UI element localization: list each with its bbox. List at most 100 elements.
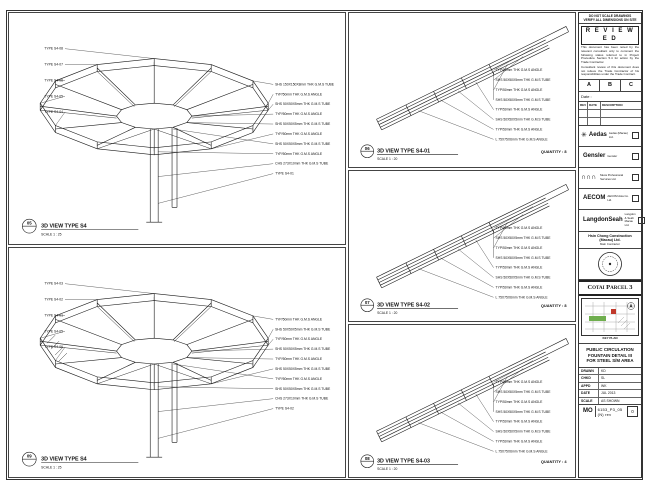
beam-drawing-2: TYP/50mm THK G.M.S ANGLE SHS 50X50X5mm T… <box>360 184 569 315</box>
reviewed-body: Consultant review of this document does … <box>581 64 639 77</box>
status-abc-row: A B C <box>579 80 641 92</box>
callout-label: TYP/50mm THK G.M.S ANGLE <box>496 108 544 112</box>
callout-label: SHS 50X50X5mm THK G.M.S TUBE <box>275 387 331 391</box>
consultant-meca: ∩∩∩ Meca Professional Services Ltd. <box>579 168 641 189</box>
callout-label: TYPE S4-05 <box>44 94 63 98</box>
callout-label: TYP/50mm THK G.M.S ANGLE <box>275 337 323 341</box>
view-panel-s4-top: SHS 150X150X8mm THK G.M.S TUBE TYP/50mm … <box>8 12 346 245</box>
callout-label: TYP/50mm THK G.M.S ANGLE <box>496 266 544 270</box>
consultant-gensler: Gensler Gensler <box>579 147 641 168</box>
contractor-name: Hsin Chong Construction (Macau) Ltd. <box>588 233 632 243</box>
callout-label: TYP/50mm THK G.M.S ANGLE <box>496 127 544 131</box>
drawing-number-row: MO 6153_P3_05 (N) rev 0 <box>579 405 641 418</box>
callout-label: L 75X75X6mm THK G.M.S ANGLE <box>496 137 549 141</box>
approval-seal <box>579 249 641 281</box>
callout-label: SHS 50X50X5mm THK G.M.S TUBE <box>275 142 331 146</box>
general-notes: DO NOT SCALE DRAWINGS VERIFY ALL DIMENSI… <box>579 13 641 24</box>
callout-label: TYPE S4-06 <box>44 345 63 349</box>
aedas-logo-icon: ✳ <box>581 132 587 140</box>
status-b: B <box>600 80 621 91</box>
highlight-area-red <box>611 309 616 315</box>
view-label: 09 3D VIEW TYPE S4 SCALE 1 : 25 <box>22 451 139 470</box>
quantity-note: QUANTITY : 8 <box>541 303 568 308</box>
consultant-langdonseah: LangdonSeah Langdon & Seah Macau Ltd. <box>579 210 645 231</box>
section-hatch <box>46 335 68 362</box>
revision-table: REV DATE DESCRIPTION <box>579 101 641 126</box>
field-label: APPD <box>579 382 599 390</box>
callout-label: TYPE S4-04 <box>44 110 63 114</box>
callout-label: SHS 50X50X5mm THK G.M.S TUBE <box>496 276 552 280</box>
firm-desc: Meca Professional Services Ltd. <box>600 173 624 181</box>
field-label: SCALE <box>579 397 599 405</box>
callouts: TYP/50mm THK G.M.S ANGLE SHS 50X50X5mm T… <box>496 226 552 299</box>
callout-label: TYP/50mm THK G.M.S ANGLE <box>496 380 544 384</box>
field-value: KD <box>601 368 606 373</box>
callout-label: TYPE S4-06 <box>44 78 63 82</box>
dwg-number: 6153_P3_05 (N) rev <box>597 406 623 417</box>
check-box <box>632 153 639 161</box>
view-title: 3D VIEW TYPE S4-03 <box>377 459 430 465</box>
reviewed-title: R E V I E W E D <box>581 26 639 45</box>
callout-label: TYP/50mm THK G.M.S ANGLE <box>275 132 323 136</box>
callout-label: SHS 50X50X5mm THK G.M.S TUBE <box>275 347 331 351</box>
callout-label: SHS 50X50X5mm THK G.M.S TUBE <box>496 98 552 102</box>
field-label: DATE <box>579 390 599 397</box>
callout-label: TYP/50mm THK G.M.S ANGLE <box>275 317 323 321</box>
callout-label: SHS 150X150X8mm THK G.M.S TUBE <box>275 82 335 86</box>
revision-row <box>579 109 641 118</box>
callout-label: TYPE S4-02 <box>44 298 63 302</box>
firm-desc: Langdon & Seah Macau Ltd. <box>624 212 636 227</box>
view-panel-s4-03: TYP/50mm THK G.M.S ANGLE SHS 50X50X5mm T… <box>348 324 576 478</box>
view-label: 07 3D VIEW TYPE S4-02 SCALE 1 : 20 QUANT… <box>360 298 568 315</box>
firm-name: Gensler <box>583 153 606 160</box>
rev-col: REV <box>579 101 588 109</box>
callout-label: TYP/50mm THK G.M.S ANGLE <box>496 226 544 230</box>
view-panel-s4-02: TYP/50mm THK G.M.S ANGLE SHS 50X50X5mm T… <box>348 170 576 322</box>
right-callouts: SHS 150X150X8mm THK G.M.S TUBE TYP/50mm … <box>275 82 335 175</box>
firm-desc: Gensler <box>607 154 618 159</box>
detail-number: 09 <box>27 454 32 459</box>
field-scale: SCALE AS SHOWN <box>579 397 641 405</box>
sheet-border <box>6 10 643 480</box>
field-date: DATE JUL 2013 <box>579 390 641 398</box>
callout-label: TYPE S4-08 <box>44 47 63 51</box>
north-arrow-icon <box>627 302 635 311</box>
firm-name: Aedas <box>588 132 607 139</box>
callout-label: TYPE S4-03 <box>44 282 63 286</box>
leader-lines <box>418 206 534 298</box>
key-plan-map <box>581 298 639 337</box>
key-plan-hatch <box>617 317 631 330</box>
detail-number: 08 <box>365 456 370 461</box>
view-label: 05 3D VIEW TYPE S4 SCALE 1 : 25 <box>22 218 139 237</box>
callout-label: SHS 50X50X5mm THK G.M.S TUBE <box>496 256 552 260</box>
callout-label: TYP/50mm THK G.M.S ANGLE <box>496 439 544 443</box>
callout-label: SHS 50X50X5mm THK G.M.S TUBE <box>275 367 331 371</box>
leader-lines <box>40 283 274 439</box>
view-scale: SCALE 1 : 25 <box>41 466 61 470</box>
callout-label: L 75X75X6mm THK G.M.S ANGLE <box>496 295 549 299</box>
callout-label: TYP/50mm THK G.M.S ANGLE <box>275 152 323 156</box>
highlight-area-green <box>589 316 606 322</box>
consultant-aecom: AECOM AECOM Asia Co. Ltd. <box>579 189 641 210</box>
view-title: 3D VIEW TYPE S4-02 <box>377 303 430 309</box>
callout-label: TYP/50mm THK G.M.S ANGLE <box>275 357 323 361</box>
reviewed-stamp: R E V I E W E D This document has been n… <box>579 24 641 80</box>
callout-label: SHS 50X50X5mm THK G.M.S TUBE <box>275 327 331 331</box>
consultant-aedas: ✳ Aedas Aedas (Macau) Ltd. <box>579 126 641 147</box>
beam-drawing-1: TYP/50mm THK G.M.S ANGLE SHS 50X50X5mm T… <box>360 26 569 161</box>
view-label: 06 3D VIEW TYPE S4-01 SCALE 1 : 20 QUANT… <box>360 144 567 161</box>
leader-lines <box>418 48 534 140</box>
field-value: JUL 2013 <box>601 391 616 396</box>
callout-label: TYP/50mm THK G.M.S ANGLE <box>496 420 544 424</box>
quantity-note: QUANTITY : 4 <box>541 459 568 464</box>
callouts: TYP/50mm THK G.M.S ANGLE SHS 50X50X5mm T… <box>496 68 552 141</box>
title-line: FOR STEEL S/M AREA <box>586 358 634 364</box>
revision-header: REV DATE DESCRIPTION <box>579 101 641 110</box>
beam-drawing-3: TYP/50mm THK G.M.S ANGLE SHS 50X50X5mm T… <box>360 338 569 471</box>
callout-label: L 75X75X6mm THK G.M.S ANGLE <box>496 449 549 453</box>
title-line: FOUNTAIN DETAIL III <box>588 352 632 358</box>
callout-label: TYPE S4-01 <box>275 172 294 176</box>
callout-label: TYPE S4-07 <box>44 63 63 67</box>
callout-label: TYP/50mm THK G.M.S ANGLE <box>275 112 323 116</box>
